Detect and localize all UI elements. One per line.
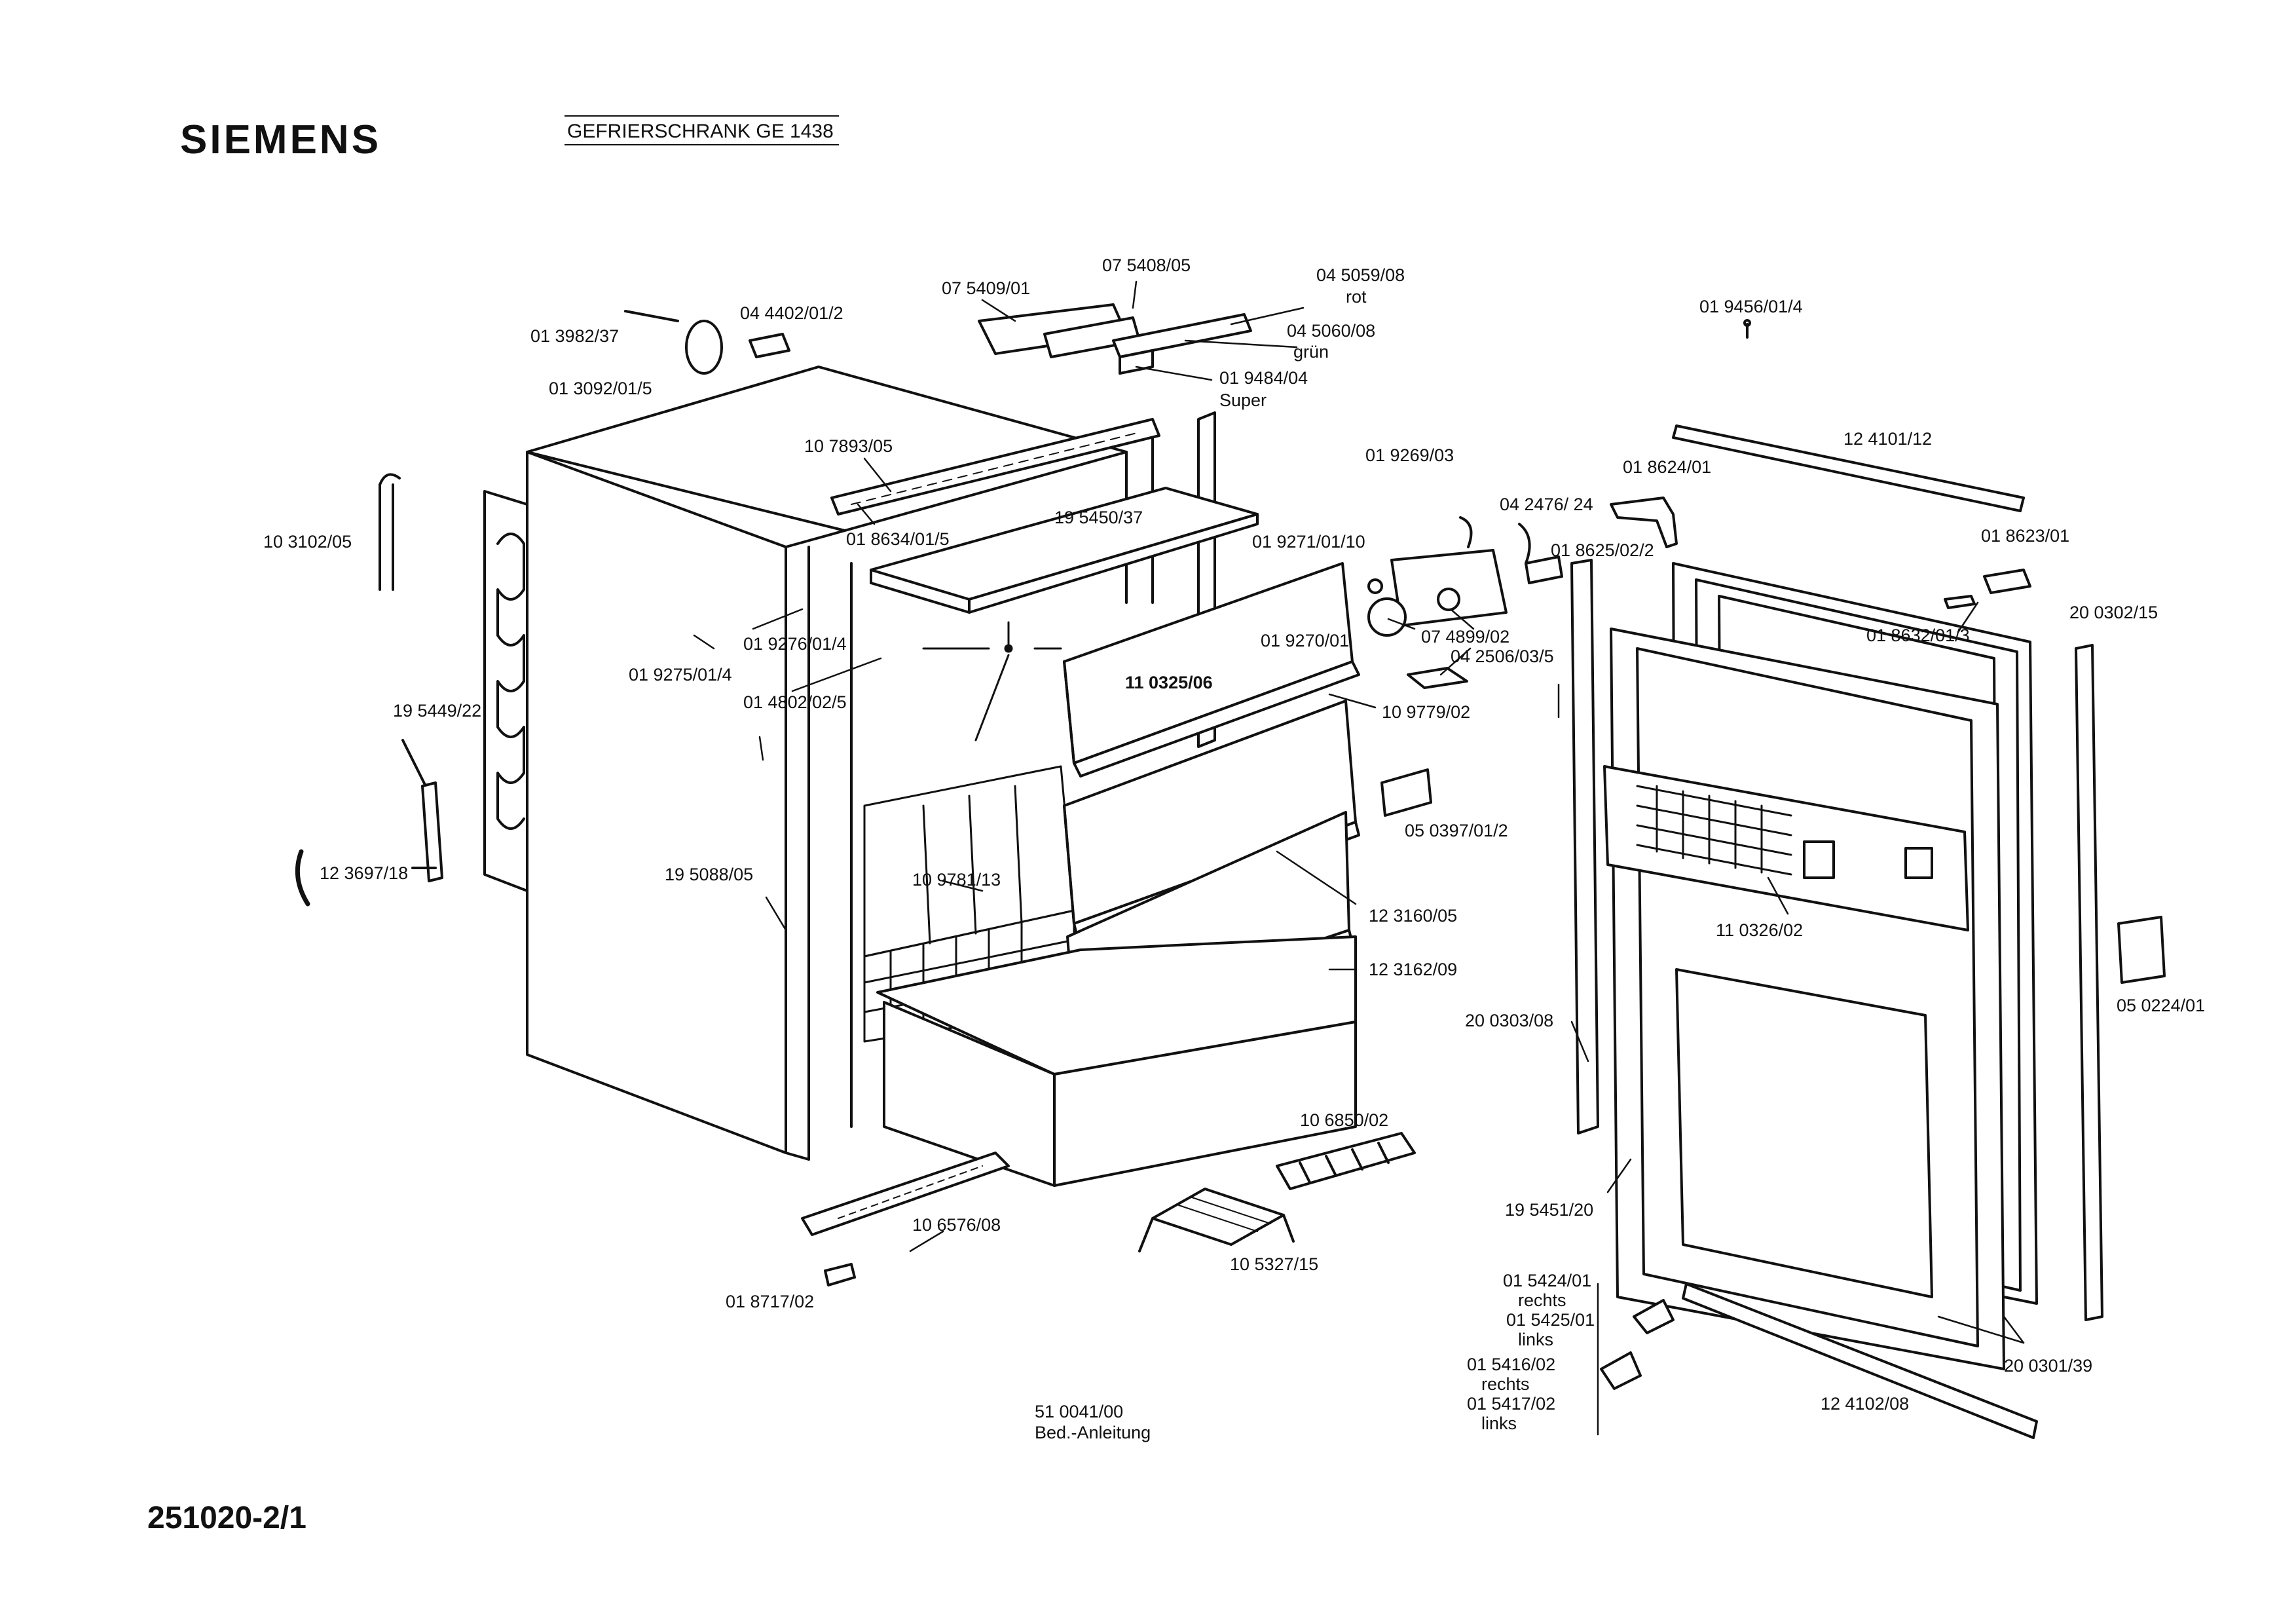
part-label: 04 4402/01/2 xyxy=(740,303,843,323)
part-label: 12 4102/08 xyxy=(1821,1394,1910,1414)
part-label: 10 5327/15 xyxy=(1230,1254,1319,1274)
part-label: 01 5425/01 xyxy=(1506,1310,1595,1330)
grille-part xyxy=(1944,569,2031,609)
part-note: rechts xyxy=(1518,1290,1566,1310)
brand-logo: SIEMENS xyxy=(180,117,382,162)
part-label: 10 3102/05 xyxy=(263,532,352,552)
part-label: 12 3160/05 xyxy=(1369,906,1458,926)
thermostat-box xyxy=(1367,516,1563,637)
mounting-clip xyxy=(1407,667,1468,689)
leader-lines xyxy=(693,280,2025,1436)
part-label: 07 5408/05 xyxy=(1102,255,1191,275)
part-label: 19 5451/20 xyxy=(1505,1200,1594,1220)
part-label: 04 2476/ 24 xyxy=(1500,495,1593,514)
part-label: 01 9276/01/4 xyxy=(743,634,847,654)
part-label: 10 9781/13 xyxy=(912,870,1001,890)
part-label: 19 5088/05 xyxy=(665,865,754,884)
part-label: 01 8717/02 xyxy=(726,1292,815,1311)
part-label: 10 7893/05 xyxy=(804,436,893,456)
part-label: 01 8623/01 xyxy=(1981,526,2070,546)
part-label: 12 4101/12 xyxy=(1843,429,1933,449)
ice-tray xyxy=(1276,1132,1416,1190)
part-label: 01 5417/02 xyxy=(1467,1394,1556,1414)
door-strip-top xyxy=(1672,424,2025,512)
small-clip xyxy=(824,1263,856,1286)
part-label: 01 3092/01/5 xyxy=(549,379,652,398)
part-note: rechts xyxy=(1481,1374,1530,1394)
part-label: 10 9779/02 xyxy=(1382,702,1471,722)
flap-panel xyxy=(1063,562,1360,778)
part-label: 20 0302/15 xyxy=(2069,603,2158,622)
part-label: 51 0041/00 xyxy=(1035,1402,1124,1421)
inner-door-frame xyxy=(1603,628,2005,1370)
part-label: 19 5450/37 xyxy=(1054,508,1143,527)
part-label: 20 0303/08 xyxy=(1465,1011,1554,1030)
door-gasket-left xyxy=(1570,559,1599,1135)
part-label: 01 8625/02/2 xyxy=(1551,540,1654,560)
door-hinge-top xyxy=(1610,497,1678,548)
part-label: 05 0397/01/2 xyxy=(1405,821,1508,840)
part-label: 01 9275/01/4 xyxy=(629,665,732,685)
part-label: 07 4899/02 xyxy=(1421,627,1510,647)
part-label: 01 9271/01/10 xyxy=(1252,532,1365,552)
sensor-tube xyxy=(295,739,443,907)
part-label: 10 6850/02 xyxy=(1300,1110,1389,1130)
wire-rack xyxy=(1138,1188,1295,1252)
part-label: 04 5060/08 xyxy=(1287,321,1376,341)
door-strip-bottom xyxy=(1682,1283,2038,1439)
label-plate xyxy=(1380,768,1432,817)
part-label: 19 5449/22 xyxy=(393,701,482,721)
part-label: 01 8632/01/3 xyxy=(1866,626,1970,645)
cabinet-body xyxy=(526,366,1154,1161)
part-label: 11 0325/06 xyxy=(1125,673,1213,692)
top-rail xyxy=(830,418,1160,516)
part-label: 01 3982/37 xyxy=(530,326,620,346)
part-note: Bed.-Anleitung xyxy=(1035,1423,1151,1442)
shelf-divider-lines xyxy=(922,621,1062,741)
part-label: 07 5409/01 xyxy=(942,278,1031,298)
part-label: 01 5424/01 xyxy=(1503,1271,1592,1290)
part-label: 04 2506/03/5 xyxy=(1451,647,1554,666)
part-note: Super xyxy=(1219,390,1267,410)
bottom-rail xyxy=(801,1152,1010,1236)
part-label: 01 9270/01 xyxy=(1261,631,1350,650)
part-label: 01 9269/03 xyxy=(1365,445,1454,465)
condenser-coil xyxy=(483,490,528,892)
part-label: 20 0301/39 xyxy=(2004,1356,2093,1376)
part-note: rot xyxy=(1346,287,1367,307)
part-label: 04 5059/08 xyxy=(1316,265,1405,285)
part-label: 01 9456/01/4 xyxy=(1699,297,1803,316)
part-label: 10 6576/08 xyxy=(912,1215,1001,1235)
part-label: 12 3162/09 xyxy=(1369,960,1458,979)
part-label: 01 9484/04 xyxy=(1219,368,1308,388)
part-label: 01 8624/01 xyxy=(1623,457,1712,477)
screw-top-right xyxy=(1743,319,1751,339)
part-label: 01 4802/02/5 xyxy=(743,692,847,712)
document-number: 251020-2/1 xyxy=(147,1501,306,1535)
control-housing-top xyxy=(978,303,1252,375)
model-title: GEFRIERSCHRANK GE 1438 xyxy=(565,115,839,145)
part-label: 01 8634/01/5 xyxy=(846,529,950,549)
door-hinges-bottom xyxy=(1600,1299,1675,1390)
bottom-bin xyxy=(876,935,1357,1187)
door-edge-strip-right xyxy=(2075,644,2103,1321)
part-label: 01 5416/02 xyxy=(1467,1355,1556,1374)
part-note: links xyxy=(1481,1414,1517,1433)
part-label: 12 3697/18 xyxy=(320,863,409,883)
top-left-fittings xyxy=(379,310,790,591)
top-shelf xyxy=(870,487,1259,614)
part-note: links xyxy=(1518,1330,1554,1349)
part-label: 05 0224/01 xyxy=(2117,996,2206,1015)
part-note: grün xyxy=(1293,342,1329,362)
part-label: 11 0326/02 xyxy=(1716,920,1804,940)
pad-part xyxy=(2117,916,2166,984)
